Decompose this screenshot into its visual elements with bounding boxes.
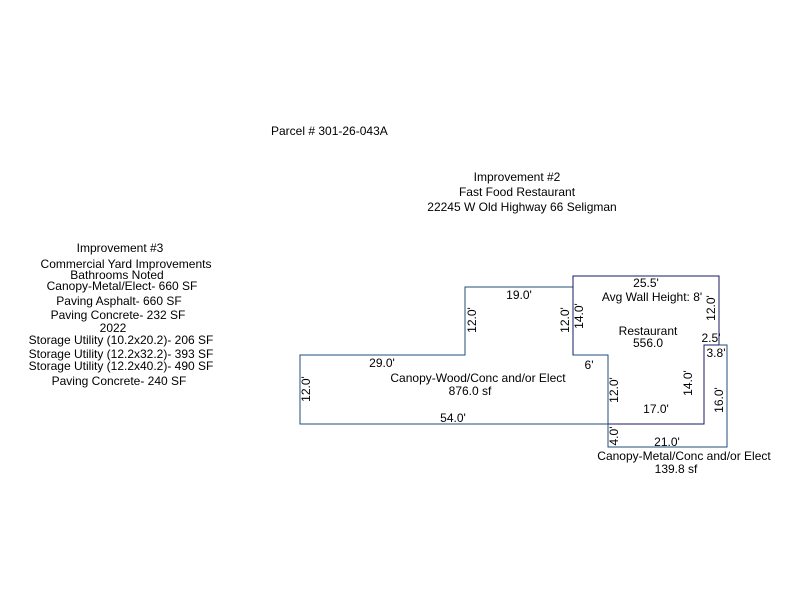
canopy-metal-label: Canopy-Metal/Conc and/or Elect — [597, 449, 771, 463]
dimension-label: 12.0' — [704, 295, 718, 321]
improvement3-line: Storage Utility (10.2x20.2)- 206 SF — [28, 333, 214, 347]
wall-height-label: Avg Wall Height: 8' — [601, 290, 703, 304]
dimension-label: 4.0' — [607, 426, 621, 446]
dimension-label: 16.0' — [712, 387, 726, 413]
improvement3-line: Storage Utility (12.2x32.2)- 393 SF — [28, 347, 214, 361]
dimension-label: 14.0' — [572, 303, 586, 329]
improvement3-line: Paving Concrete- 240 SF — [51, 374, 187, 388]
improvement3-title: Improvement #3 — [76, 241, 164, 255]
canopy-metal-outline — [607, 344, 728, 448]
dimension-label: 12.0' — [558, 307, 572, 333]
dimension-label: 14.0' — [681, 370, 695, 396]
dimension-label: 6' — [584, 358, 594, 372]
improvement3-line: 2022 — [99, 321, 127, 335]
restaurant-area: 556.0 — [632, 336, 664, 350]
improvement2-name: Fast Food Restaurant — [458, 185, 576, 199]
improvement3-line: Storage Utility (12.2x40.2)- 490 SF — [28, 359, 214, 373]
dimension-label: 54.0' — [440, 411, 466, 425]
restaurant-label: Restaurant — [618, 324, 678, 338]
improvement3-line: Commercial Yard Improvements — [40, 257, 212, 271]
canopy-wood-area: 876.0 sf — [448, 384, 492, 398]
dimension-label: 12.0' — [465, 307, 479, 333]
dimension-label: 17.0' — [643, 402, 669, 416]
improvement2-address: 22245 W Old Highway 66 Seligman — [427, 200, 617, 214]
dimension-label: 12.0' — [299, 376, 313, 402]
improvement2-title: Improvement #2 — [473, 170, 561, 184]
dimension-label: 2.5' — [701, 331, 721, 345]
parcel-number: Parcel # 301-26-043A — [271, 124, 388, 138]
improvement3-line: Canopy-Metal/Elect- 660 SF — [46, 279, 198, 293]
dimension-label: 3.8' — [706, 346, 726, 360]
dimension-label: 29.0' — [369, 356, 395, 370]
improvement3-line: Paving Asphalt- 660 SF — [56, 294, 182, 308]
canopy-metal-area: 139.8 sf — [654, 462, 698, 476]
dimension-label: 19.0' — [506, 288, 532, 302]
dimension-label: 25.5' — [633, 276, 659, 290]
improvement3-line: Paving Concrete- 232 SF — [50, 308, 186, 322]
canopy-wood-label: Canopy-Wood/Conc and/or Elect — [390, 371, 566, 385]
dimension-label: 12.0' — [607, 377, 621, 403]
dimension-label: 21.0' — [654, 435, 680, 449]
improvement3-line: Bathrooms Noted — [70, 268, 164, 282]
